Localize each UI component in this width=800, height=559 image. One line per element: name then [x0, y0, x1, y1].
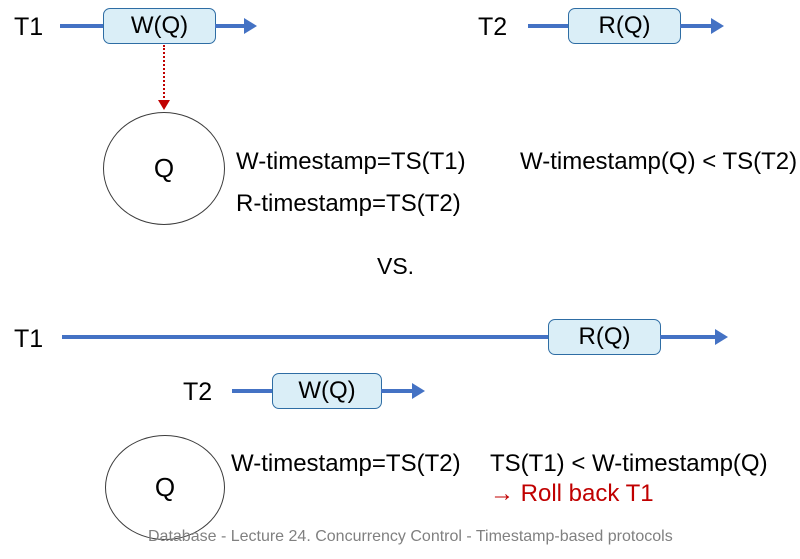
top-dependency-line	[163, 45, 165, 102]
bottom-data-item-circle: Q	[105, 435, 225, 540]
bottom-t1-label: T1	[14, 325, 44, 353]
top-t2-operation-box[interactable]: R(Q)	[568, 8, 681, 44]
bottom-t2-label: T2	[183, 378, 213, 406]
bottom-t2-arrow-icon	[412, 383, 425, 399]
bottom-t2-operation-box[interactable]: W(Q)	[272, 373, 382, 409]
bottom-t1-arrow-icon	[715, 329, 728, 345]
top-t1-timeline-left	[60, 24, 105, 28]
bottom-t1-operation-box[interactable]: R(Q)	[548, 319, 661, 355]
bottom-t1-timeline-right	[660, 335, 716, 339]
top-t1-timeline-right	[215, 24, 245, 28]
bottom-condition-text: TS(T1) < W-timestamp(Q)	[490, 450, 768, 477]
top-t1-operation-box[interactable]: W(Q)	[103, 8, 216, 44]
top-t1-label: T1	[14, 13, 44, 41]
top-data-item-circle: Q	[103, 112, 225, 225]
top-dependency-arrow-icon	[158, 100, 170, 110]
top-t1-arrow-icon	[244, 18, 257, 34]
slide-footer: Database - Lecture 24. Concurrency Contr…	[148, 528, 673, 545]
vs-divider-label: VS.	[377, 253, 415, 279]
top-r-timestamp-text: R-timestamp=TS(T2)	[236, 190, 461, 217]
bottom-w-timestamp-text: W-timestamp=TS(T2)	[231, 450, 461, 477]
top-w-timestamp-text: W-timestamp=TS(T1)	[236, 148, 466, 175]
bottom-t2-timeline-left	[232, 389, 274, 393]
bottom-t2-timeline-right	[381, 389, 413, 393]
top-t2-timeline-right	[680, 24, 712, 28]
top-t2-label: T2	[478, 13, 508, 41]
bottom-t1-timeline-left	[62, 335, 549, 339]
top-t2-timeline-left	[528, 24, 570, 28]
top-condition-text: W-timestamp(Q) < TS(T2)	[520, 148, 798, 175]
bottom-rollback-text: → Roll back T1	[490, 480, 654, 507]
top-t2-arrow-icon	[711, 18, 724, 34]
